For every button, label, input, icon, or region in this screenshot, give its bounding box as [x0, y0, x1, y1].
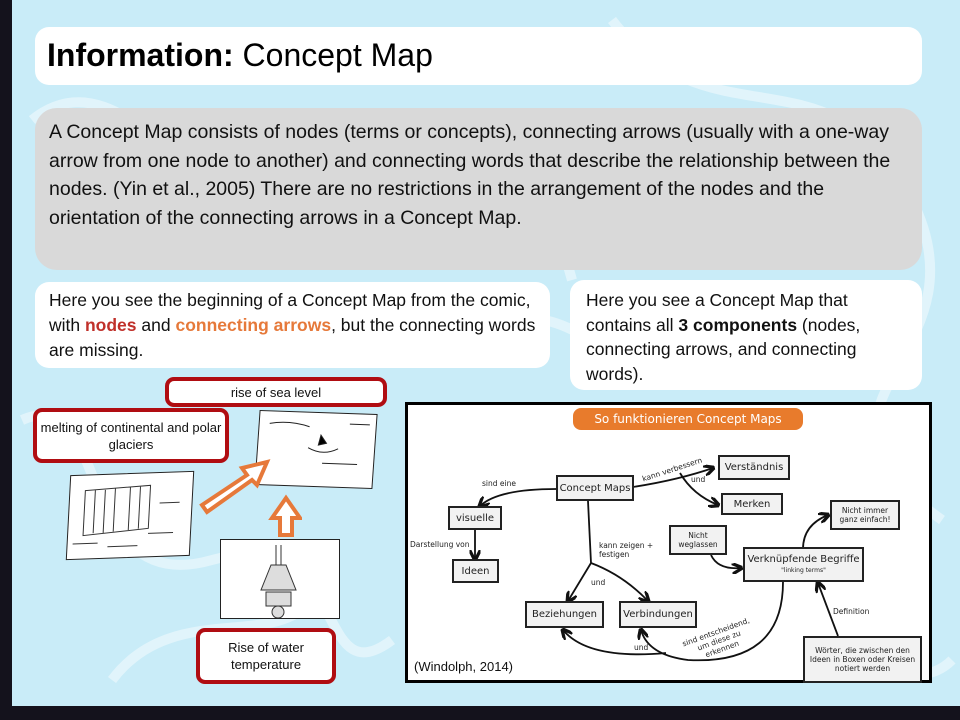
- node-merken: Merken: [721, 493, 783, 515]
- link-und: und: [591, 578, 606, 587]
- title-rest: Concept Map: [233, 37, 433, 73]
- concept-map-image: So funktionieren Concept Maps Concept Ma…: [405, 402, 932, 683]
- node-melting-glaciers: melting of continental and polar glacier…: [33, 408, 229, 463]
- node-sublabel: "linking terms": [781, 566, 826, 574]
- sea-level-sketch: [254, 409, 378, 490]
- text: Here you see the beginning of a Concept …: [49, 290, 531, 335]
- link-kann-zeigen: kann zeigen + festigen: [599, 541, 654, 559]
- citation: (Windolph, 2014): [414, 659, 513, 674]
- node-label: Verknüpfende Begriffe: [747, 553, 860, 565]
- node-water-temperature: Rise of water temperature: [196, 628, 336, 684]
- node-ideen: Ideen: [452, 559, 499, 583]
- node-nicht-weglassen: Nicht weglassen: [669, 525, 727, 555]
- node-concept-maps: Concept Maps: [556, 475, 634, 501]
- node-nicht-immer: Nicht immer ganz einfach!: [830, 500, 900, 530]
- glacier-sketch: [65, 470, 195, 561]
- sea-waves-icon: [269, 421, 370, 465]
- glacier-icon: [72, 484, 180, 548]
- node-visuelle: visuelle: [448, 506, 502, 530]
- text: , but the connecting words are missing.: [49, 315, 536, 360]
- text: (nodes, connecting arrows, and connectin…: [586, 314, 861, 384]
- arrows-term: connecting arrows: [175, 315, 332, 335]
- burner-icon: [260, 545, 297, 619]
- link-und: und: [634, 643, 649, 652]
- link-und: und: [691, 475, 706, 484]
- comic-description: Here you see the beginning of a Concept …: [35, 282, 550, 368]
- link-definition: Definition: [833, 607, 870, 616]
- node-verknuepfende-begriffe: Verknüpfende Begriffe"linking terms": [743, 547, 864, 582]
- link-sind-eine: sind eine: [482, 479, 516, 488]
- node-rise-of-sea-level: rise of sea level: [165, 377, 387, 407]
- node-verbindungen: Verbindungen: [619, 601, 697, 628]
- concept-map-title: So funktionieren Concept Maps: [573, 408, 803, 430]
- text: and: [136, 315, 176, 335]
- concept-map-arrows: [408, 405, 839, 662]
- orange-arrows: [199, 459, 302, 537]
- intro-text: A Concept Map consists of nodes (terms o…: [35, 108, 922, 270]
- link-darstellung-von: Darstellung von: [410, 540, 470, 549]
- page-title: Information: Concept Map: [35, 27, 922, 85]
- nodes-term: nodes: [84, 315, 137, 335]
- title-bold: Information:: [47, 37, 234, 73]
- burner-sketch: [220, 539, 340, 619]
- concept-map-description: Here you see a Concept Map that contains…: [570, 280, 922, 390]
- arrow-water-to-sea: [268, 494, 302, 537]
- node-beziehungen: Beziehungen: [525, 601, 604, 628]
- node-verstaendnis: Verständnis: [718, 455, 790, 480]
- slide: Information: Concept Map A Concept Map c…: [12, 0, 960, 706]
- arrow-glacier-to-sea: [199, 459, 271, 515]
- components-term: 3 components: [678, 314, 798, 335]
- node-woerter: Wörter, die zwischen den Ideen in Boxen …: [803, 636, 922, 683]
- text: Here you see a Concept Map that contains…: [586, 290, 848, 335]
